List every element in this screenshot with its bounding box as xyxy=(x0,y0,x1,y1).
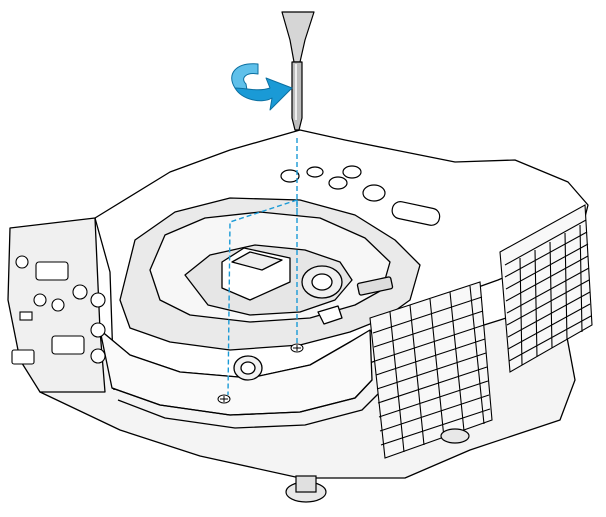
control-button xyxy=(306,166,324,178)
control-button xyxy=(342,165,362,179)
front-foot-stem xyxy=(295,475,317,493)
rca-port xyxy=(90,292,106,308)
rca-port xyxy=(33,293,47,307)
screw-icon xyxy=(290,343,304,353)
control-button xyxy=(328,176,348,190)
vga-port xyxy=(35,261,69,281)
front-trim-lower xyxy=(117,391,381,429)
dashed-guide-line xyxy=(227,138,298,396)
projector-body xyxy=(7,129,589,479)
usb-port xyxy=(19,311,33,321)
front-vent xyxy=(369,281,493,459)
control-button xyxy=(362,184,386,202)
rca-port xyxy=(90,322,106,338)
lamp-handle-top xyxy=(231,251,283,271)
rca-port xyxy=(72,284,88,300)
focus-knob-inner xyxy=(240,361,256,375)
vent-slats xyxy=(372,285,491,453)
power-inlet xyxy=(11,349,35,365)
screwdriver-handle xyxy=(281,11,315,63)
screwdriver-shaft xyxy=(291,61,303,131)
screwdriver-icon xyxy=(281,11,315,131)
rca-port xyxy=(15,255,29,269)
counterclockwise-arrow-icon xyxy=(231,63,293,111)
rca-port xyxy=(51,298,65,312)
screw-icon xyxy=(217,394,231,404)
control-button xyxy=(280,169,300,183)
screws xyxy=(217,343,304,404)
rear-foot xyxy=(440,428,470,444)
cover-latch xyxy=(317,305,343,325)
control-panel xyxy=(280,165,441,226)
projector-feet xyxy=(285,428,470,503)
lamp-slot xyxy=(356,276,394,296)
side-vent-right xyxy=(499,204,593,373)
lamp-cylinder-inner xyxy=(311,273,333,291)
io-ports xyxy=(11,255,106,365)
vent-frame xyxy=(499,204,593,373)
rca-port xyxy=(90,348,106,364)
vga-port xyxy=(51,335,85,355)
control-slot-button xyxy=(391,201,441,226)
rotation-arrow-front xyxy=(234,77,293,111)
vent-slats xyxy=(504,219,592,366)
front-trim xyxy=(111,379,373,416)
